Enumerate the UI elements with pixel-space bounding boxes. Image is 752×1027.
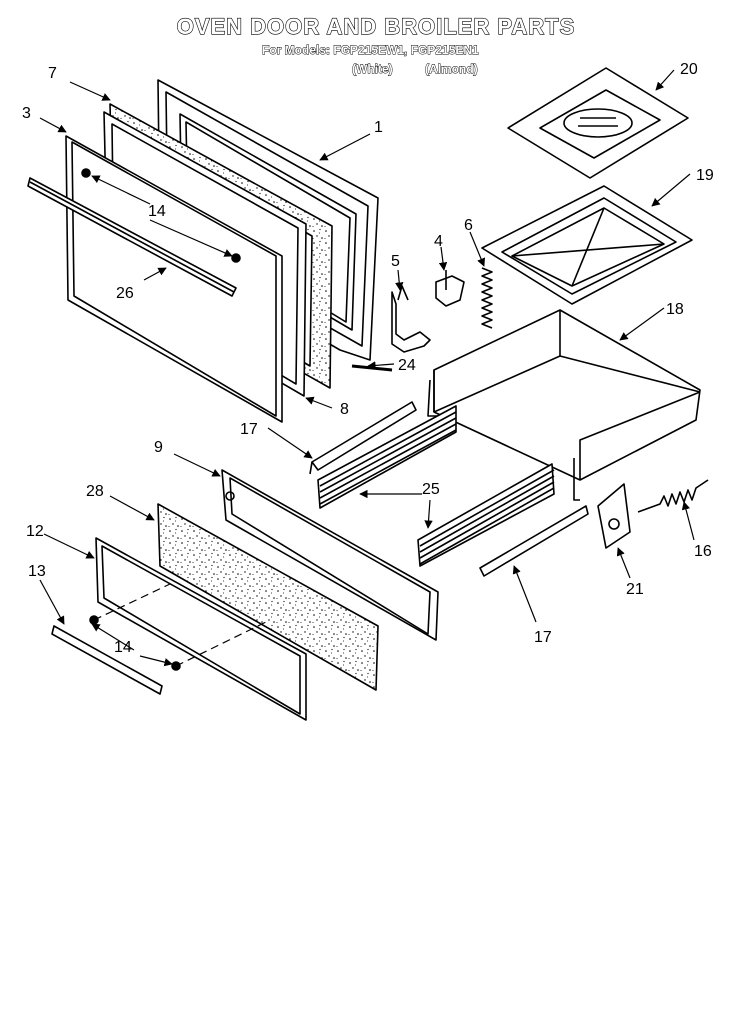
callout-20: 20 — [680, 61, 698, 78]
callout-9: 9 — [154, 439, 163, 456]
callout-24: 24 — [398, 357, 416, 374]
callout-14-upper: 14 — [148, 203, 166, 220]
callout-8: 8 — [340, 401, 349, 418]
callout-25: 25 — [422, 481, 440, 498]
part-21-bracket — [597, 483, 631, 549]
callout-3: 3 — [22, 105, 31, 122]
part-26-door-handle — [27, 177, 237, 297]
part-14-screw-upper-right — [231, 253, 241, 263]
part-25-drawer-rails-right — [417, 463, 555, 567]
callout-leader-lines — [39, 69, 695, 667]
callout-17-lower: 17 — [534, 629, 552, 646]
part-28-drawer-insulation — [157, 503, 379, 691]
callout-18: 18 — [666, 301, 684, 318]
part-9-drawer-frame — [221, 469, 439, 641]
part-14-screw-upper-left — [81, 168, 91, 178]
callout-19: 19 — [696, 167, 714, 184]
callout-21: 21 — [626, 581, 644, 598]
part-19-broiler-pan — [481, 185, 693, 305]
models-line: For Models: FGP215EW1, FGP215EN1 — [262, 43, 480, 58]
color-white-label: (White) — [352, 62, 394, 77]
part-20-broiler-grid — [507, 67, 689, 179]
part-16-spring — [637, 479, 709, 513]
page-title: OVEN DOOR AND BROILER PARTS — [176, 13, 576, 39]
part-13-drawer-handle — [51, 625, 163, 695]
callout-1: 1 — [374, 119, 383, 136]
part-5-hinge — [391, 285, 431, 353]
part-24-rod — [351, 364, 393, 372]
callout-13: 13 — [28, 563, 46, 580]
callout-26: 26 — [116, 285, 134, 302]
part-6-hinge-spring — [481, 267, 493, 329]
part-4-hinge-receiver — [435, 270, 465, 307]
part-17-drawer-slide-lower — [479, 505, 589, 577]
callout-4: 4 — [434, 233, 443, 250]
part-25-drawer-rails-left — [317, 405, 457, 509]
callout-16: 16 — [694, 543, 712, 560]
part-18-broiler-drawer — [427, 309, 701, 501]
callout-5: 5 — [391, 253, 400, 270]
assembly-dashed-lines — [93, 583, 267, 667]
part-17-drawer-slide-upper — [309, 401, 417, 475]
color-almond-label: (Almond) — [425, 62, 479, 77]
callout-12: 12 — [26, 523, 44, 540]
part-12-drawer-front-panel — [95, 537, 307, 721]
part-3-outer-door-panel — [65, 135, 283, 423]
callout-28: 28 — [86, 483, 104, 500]
callout-14-lower: 14 — [114, 639, 132, 656]
callout-7: 7 — [48, 65, 57, 82]
callout-6: 6 — [464, 217, 473, 234]
callout-17-upper: 17 — [240, 421, 258, 438]
